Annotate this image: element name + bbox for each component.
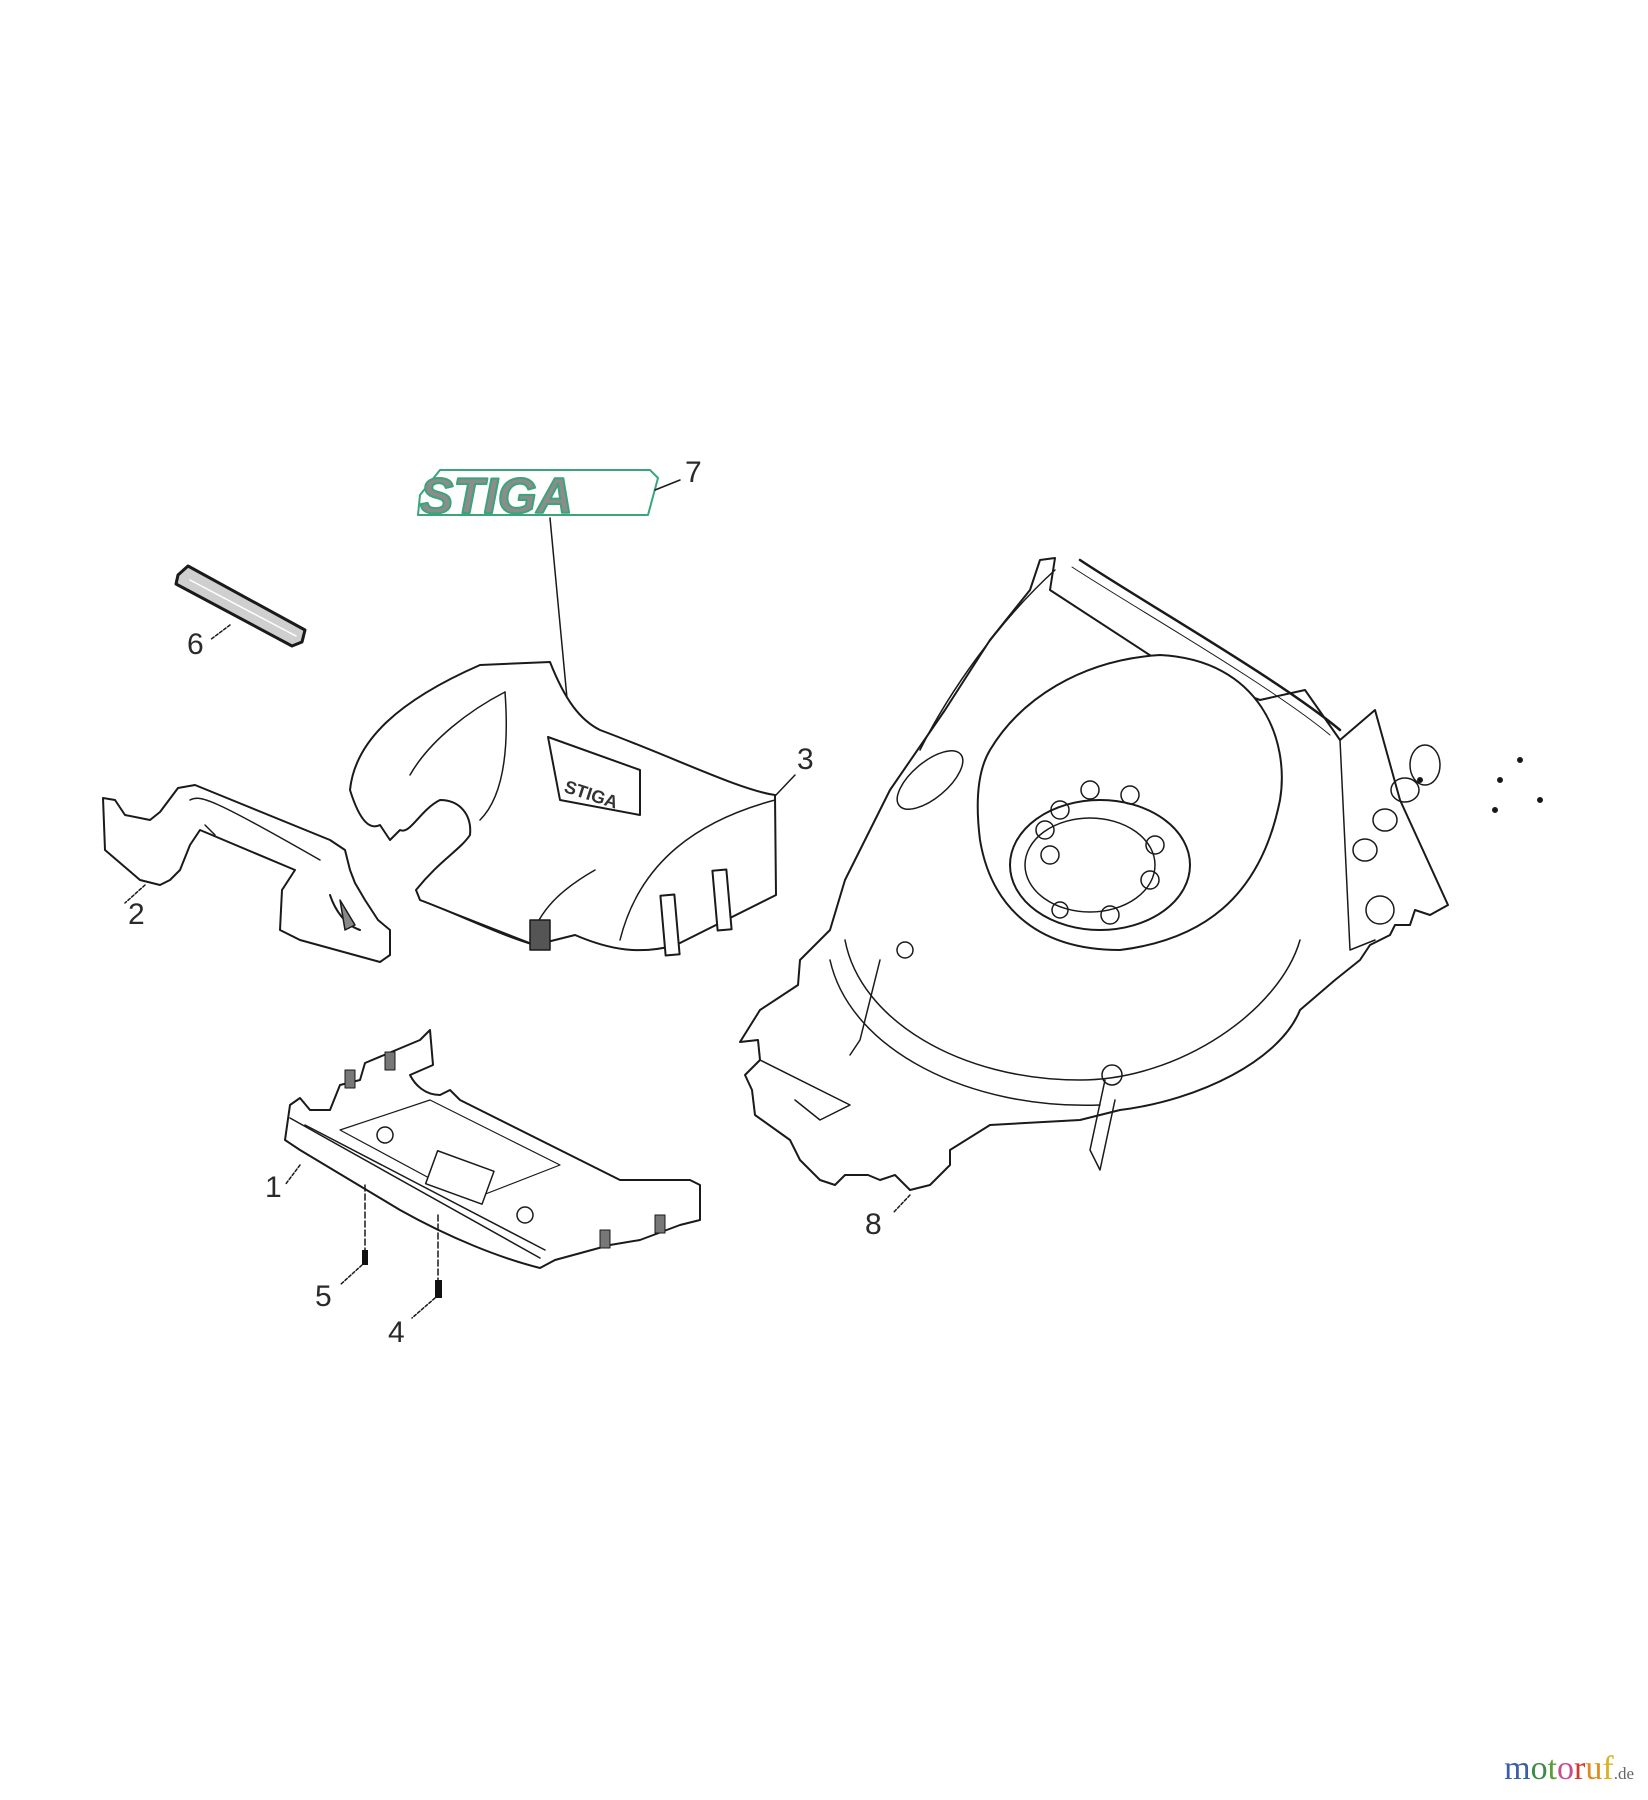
top-cover-part: STIGA — [349, 661, 777, 957]
leader-1 — [284, 1164, 301, 1186]
watermark-letter: m — [1504, 1750, 1531, 1787]
badge-strip-part — [174, 564, 307, 648]
watermark-letter: r — [1574, 1750, 1586, 1787]
lower-cover-part — [284, 1029, 701, 1269]
part-label-4: 4 — [388, 1316, 405, 1349]
leader-2 — [124, 884, 146, 904]
part-label-5: 5 — [315, 1280, 332, 1313]
leader-3 — [775, 774, 796, 796]
part-label-8: 8 — [865, 1208, 882, 1241]
part-label-1: 1 — [265, 1171, 282, 1204]
screw-5 — [362, 1250, 368, 1265]
leader-5 — [339, 1264, 363, 1286]
part-label-6: 6 — [187, 628, 204, 661]
screws — [362, 1184, 442, 1298]
watermark-tld: .de — [1613, 1764, 1634, 1783]
leader-4 — [411, 1297, 436, 1319]
part-label-7: 7 — [685, 456, 702, 489]
handle-bracket-part — [102, 784, 391, 963]
leader-8 — [892, 1194, 911, 1214]
screw-4 — [435, 1280, 442, 1298]
part-label-3: 3 — [797, 743, 814, 776]
stiga-logo-text: STIGA — [420, 468, 573, 524]
leader-7 — [654, 479, 681, 491]
watermark-letter: t — [1547, 1750, 1558, 1787]
motoruf-watermark: motoruf.de — [1504, 1750, 1634, 1788]
watermark-letter: o — [1530, 1750, 1548, 1787]
leader-7-down — [549, 517, 571, 731]
stiga-logo-decal: STIGA — [417, 467, 659, 525]
part-label-2: 2 — [128, 898, 145, 931]
mower-deck-part — [739, 557, 1543, 1191]
leader-6 — [209, 624, 231, 641]
watermark-letter: u — [1585, 1750, 1603, 1787]
watermark-letter: f — [1602, 1750, 1614, 1787]
watermark-letter: o — [1557, 1750, 1575, 1787]
